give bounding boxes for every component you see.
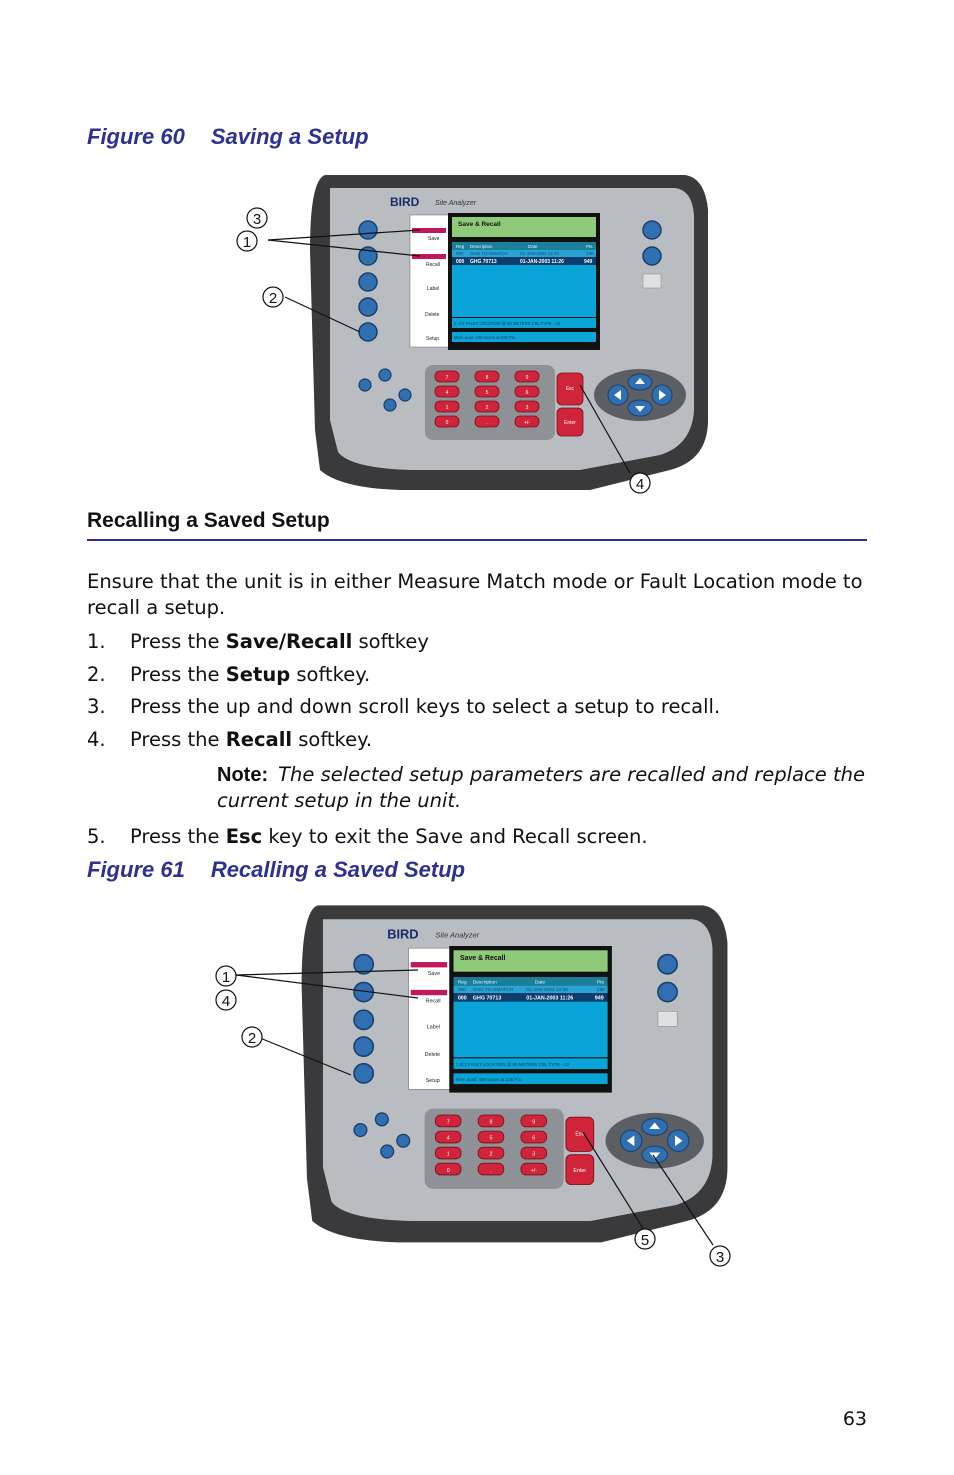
figure-number: Figure 61 (87, 857, 185, 882)
svg-text:4: 4 (636, 476, 644, 493)
figure-60-device-illustration: BIRD Site Analyzer Save Recall Label Del… (236, 175, 708, 494)
svg-text:1: 1 (243, 234, 251, 251)
callout-3 (246, 207, 268, 229)
callout-1 (215, 965, 237, 987)
screen-memory-line: Mem avail: 499 traces at 236 Pts (454, 335, 515, 340)
callout-4 (215, 989, 237, 1011)
figure-60-caption: Figure 60 Saving a Setup (87, 124, 369, 150)
svg-text:Pts: Pts (586, 244, 593, 249)
step-2: 2.Press the Setup softkey. (87, 663, 371, 686)
step-5: 5.Press the Esc key to exit the Save and… (87, 825, 648, 848)
svg-text:GHG 70713: GHG 70713 (470, 259, 497, 265)
svg-text:000: 000 (456, 251, 464, 256)
svg-text:6: 6 (526, 390, 529, 396)
svg-text:000: 000 (456, 259, 465, 265)
svg-text:Description: Description (470, 244, 493, 249)
step-4: 4.Press the Recall softkey. (87, 728, 373, 751)
softkey-label-delete: Delete (425, 312, 440, 318)
callout-3 (709, 1245, 731, 1267)
softkey-label-setup: Setup (426, 336, 439, 342)
softkey-label-recall: Recall (426, 262, 440, 268)
svg-text:3: 3 (253, 211, 261, 228)
heading-rule (87, 539, 867, 541)
svg-text:2: 2 (248, 1030, 256, 1047)
screen-status-line: 2 of 2 FAULT LOCATION @ 50 METERS CBL TY… (454, 321, 561, 326)
svg-text:4: 4 (222, 993, 230, 1010)
svg-text:7: 7 (446, 375, 449, 381)
page-number: 63 (842, 1408, 867, 1430)
note-label: Note: (217, 764, 269, 786)
softkey-label-label: Label (427, 286, 439, 292)
step-3: 3.Press the up and down scroll keys to s… (87, 695, 721, 718)
screen-title: Save & Recall (458, 221, 501, 228)
svg-text:949: 949 (584, 259, 593, 265)
keypad-keys (434, 370, 540, 428)
figure-number: Figure 60 (87, 124, 185, 149)
svg-text:.: . (486, 420, 487, 426)
device-softkey-buttons (358, 220, 378, 342)
callout-4 (629, 472, 651, 494)
svg-text:5: 5 (641, 1232, 649, 1249)
svg-text:GHG TO-SMATCH: GHG TO-SMATCH (470, 251, 508, 256)
svg-text:5: 5 (486, 390, 489, 396)
device-brand: BIRD (390, 195, 420, 209)
figure-61-device-illustration: 1 4 2 5 3 (215, 904, 731, 1267)
svg-text:1: 1 (222, 969, 230, 986)
screen-list-area (452, 265, 596, 317)
svg-text:01-JAN-2003 12:30: 01-JAN-2003 12:30 (520, 251, 560, 256)
callout-2 (262, 286, 284, 308)
figure-title: Saving a Setup (210, 124, 369, 149)
esc-key-label: Esc (566, 386, 575, 392)
note-text: The selected setup parameters are recall… (217, 763, 865, 812)
svg-text:Reg: Reg (456, 244, 465, 249)
callout-5 (634, 1228, 656, 1250)
svg-text:8: 8 (486, 375, 489, 381)
figure-61-caption: Figure 61 Recalling a Saved Setup (87, 857, 465, 883)
enter-key-label: Enter (564, 420, 576, 426)
device-model: Site Analyzer (435, 200, 477, 207)
svg-text:2: 2 (486, 405, 489, 411)
svg-text:236: 236 (586, 251, 594, 256)
svg-text:01-JAN-2003 11:26: 01-JAN-2003 11:26 (520, 259, 564, 265)
step-1: 1.Press the Save/Recall softkey (87, 630, 429, 653)
svg-text:3: 3 (716, 1249, 724, 1266)
svg-text:9: 9 (526, 375, 529, 381)
screen-title-bar (452, 217, 596, 237)
svg-text:3: 3 (526, 405, 529, 411)
navigation-pad (594, 369, 686, 421)
svg-text:1: 1 (446, 405, 449, 411)
svg-text:Date: Date (528, 244, 538, 249)
intro-paragraph: Ensure that the unit is in either Measur… (87, 570, 863, 619)
figure-title: Recalling a Saved Setup (210, 857, 466, 882)
note: Note:The selected setup parameters are r… (217, 762, 867, 814)
svg-text:4: 4 (446, 390, 449, 396)
svg-text:2: 2 (269, 290, 277, 307)
section-heading: Recalling a Saved Setup (87, 509, 330, 532)
callout-2 (241, 1026, 263, 1048)
svg-text:0: 0 (446, 420, 449, 426)
svg-text:+/-: +/- (524, 420, 530, 426)
callout-1 (236, 230, 258, 252)
softkey-label-save: Save (428, 236, 440, 242)
